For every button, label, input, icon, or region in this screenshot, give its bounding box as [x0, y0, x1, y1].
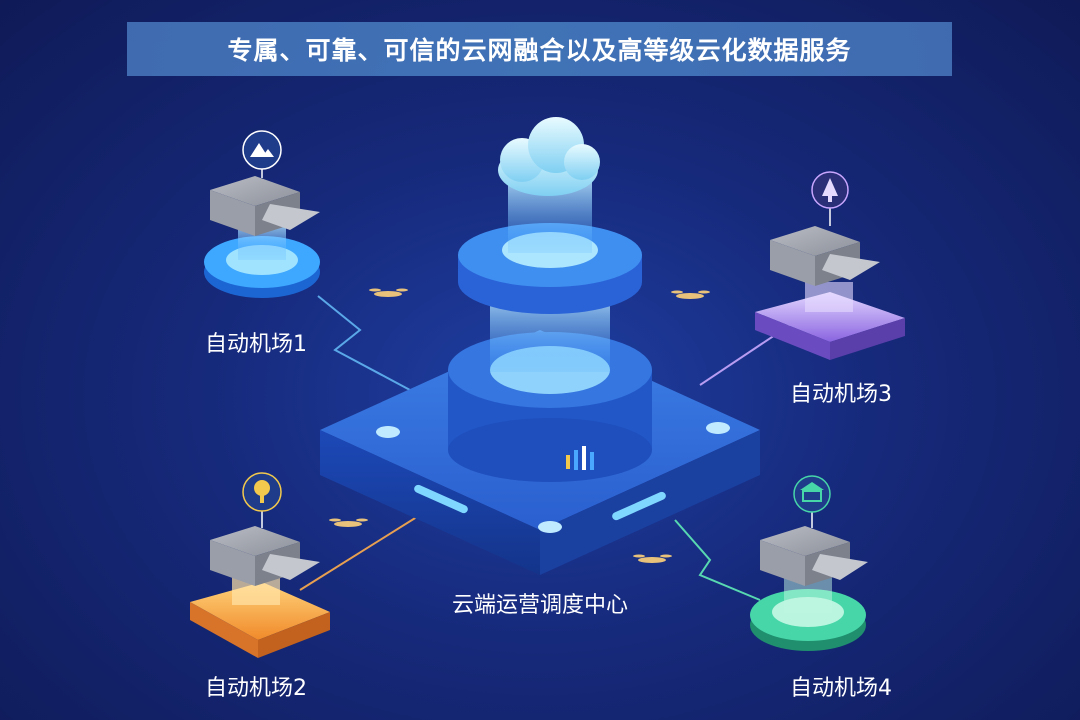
center-label: 云端运营调度中心	[452, 593, 629, 618]
page-title: 专属、可靠、可信的云网融合以及高等级云化数据服务	[227, 36, 852, 65]
airport-1	[204, 130, 320, 298]
airport-2-label: 自动机场2	[205, 676, 307, 701]
airport-4-label: 自动机场4	[790, 676, 892, 701]
airport-3-label: 自动机场3	[790, 382, 892, 407]
airport-2	[190, 472, 330, 658]
connector-airport2	[299, 514, 421, 591]
cloud-icon	[498, 117, 600, 196]
central-platform	[320, 117, 760, 575]
pavilion-icon	[793, 475, 831, 513]
page-title-banner: 专属、可靠、可信的云网融合以及高等级云化数据服务	[127, 22, 952, 76]
connector-airport1	[317, 295, 411, 391]
status-bars	[566, 446, 594, 470]
airport-3	[755, 171, 905, 360]
drone-icon-3	[329, 518, 368, 527]
connector-airport4	[674, 519, 761, 601]
drone-icon-1	[369, 288, 408, 297]
drone-icon-4	[633, 554, 672, 563]
drone-icon-2	[671, 290, 710, 299]
airport-1-label: 自动机场1	[205, 332, 307, 357]
airport-4	[750, 475, 868, 651]
